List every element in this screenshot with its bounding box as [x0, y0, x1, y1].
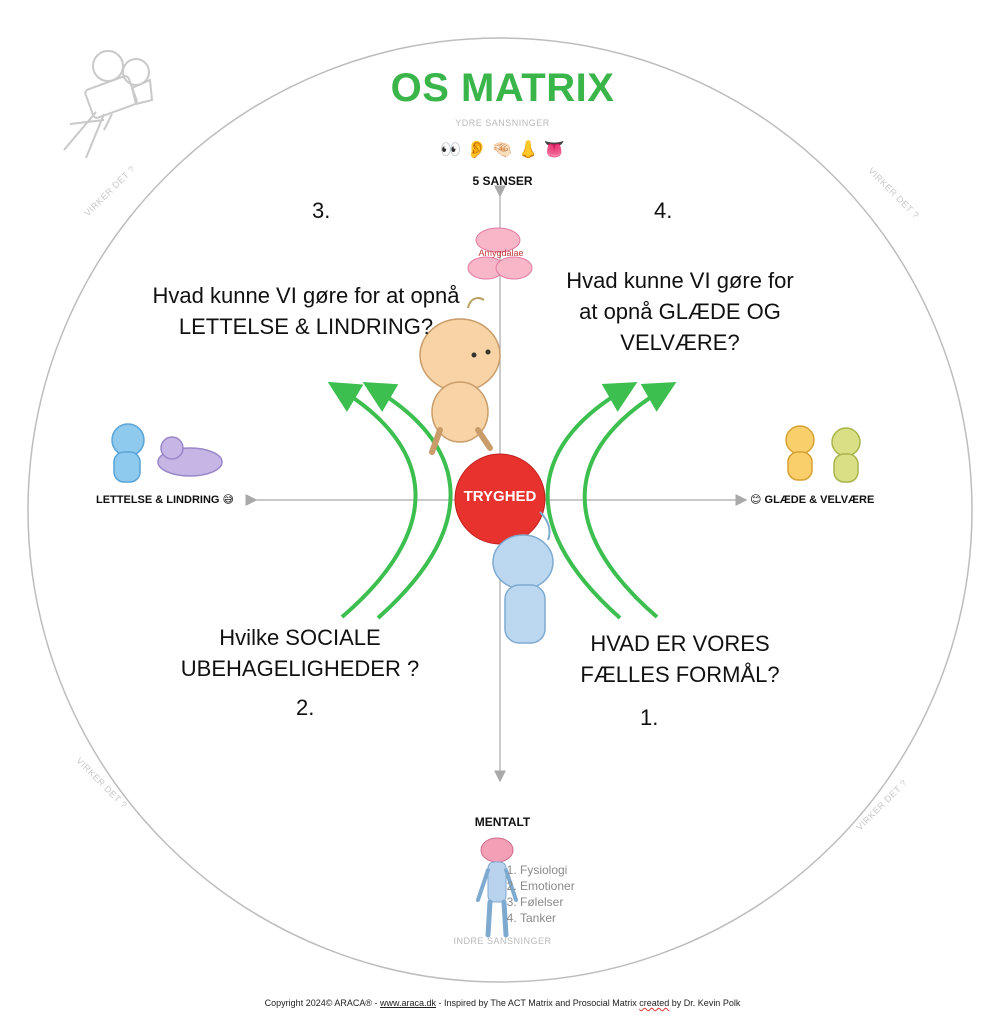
child-figure-icon — [419, 297, 501, 455]
footer-middle: - Inspired by The ACT Matrix and Prosoci… — [436, 998, 640, 1008]
tryghed-label: TRYGHED — [463, 488, 537, 505]
quadrant-3-number: 3. — [312, 198, 331, 223]
quadrant-4-question: Hvad kunne VI gøre for at opnå GLÆDE OG … — [530, 265, 830, 358]
arrow-left-outer — [327, 381, 418, 619]
indre-sansninger-label: INDRE SANSNINGER — [453, 936, 552, 946]
five-senses-label: 5 SANSER — [472, 174, 533, 188]
quadrant-2-line1: Hvilke SOCIALE — [219, 625, 381, 650]
mental-list: Fysiologi Emotioner Følelser Tanker — [500, 862, 575, 926]
arrow-right-inner — [545, 382, 638, 620]
glaede-velvaere-label: 😊 GLÆDE & VELVÆRE — [750, 494, 875, 506]
lettelse-figures-icon — [111, 423, 223, 483]
lettelse-lindring-label: LETTELSE & LINDRING 😅 — [96, 494, 234, 506]
list-item: Emotioner — [520, 878, 575, 894]
camera-icon — [63, 50, 154, 159]
quadrant-1-line2: FÆLLES FORMÅL? — [580, 662, 780, 687]
ydre-sansninger-label: YDRE SANSNINGER — [455, 118, 550, 128]
glaede-figures-icon — [785, 425, 861, 483]
brain-icon — [467, 227, 533, 280]
mentalt-label: MENTALT — [474, 815, 531, 829]
list-item: Fysiologi — [520, 862, 575, 878]
quadrant-2-line2: UBEHAGELIGHEDER ? — [180, 656, 420, 681]
senses-icons: 👀 👂 🤏🏻 👃 👅 — [440, 140, 565, 159]
footer-suffix: by Dr. Kevin Polk — [669, 998, 741, 1008]
quadrant-3-line1: Hvad kunne VI gøre for at opnå — [152, 283, 460, 308]
quadrant-2-number: 2. — [296, 695, 315, 720]
quadrant-4-line2: at opnå GLÆDE OG — [579, 299, 781, 324]
outer-circle — [27, 37, 973, 983]
quadrant-4-number: 4. — [654, 198, 673, 223]
quadrant-2-question: Hvilke SOCIALE UBEHAGELIGHEDER ? — [140, 622, 460, 684]
quadrant-4-line1: Hvad kunne VI gøre for — [566, 268, 794, 293]
quadrant-1-question: HVAD ER VORES FÆLLES FORMÅL? — [545, 628, 815, 690]
list-item: Følelser — [520, 894, 575, 910]
arrow-right-outer — [582, 382, 677, 619]
quadrant-1-number: 1. — [640, 705, 659, 730]
quadrant-4-line3: VELVÆRE? — [620, 330, 740, 355]
list-item: Tanker — [520, 910, 575, 926]
quadrant-1-line1: HVAD ER VORES — [590, 631, 770, 656]
footer-created: created — [639, 998, 670, 1008]
quadrant-3-line2: LETTELSE & LINDRING? — [178, 314, 434, 339]
arrow-left-inner — [362, 381, 453, 620]
amygdalae-label: Amygdalae — [478, 248, 524, 258]
human-body-icon — [476, 837, 518, 938]
page-title: OS MATRIX — [390, 66, 615, 110]
thinking-figure-icon — [492, 511, 554, 644]
footer-link[interactable]: www.araca.dk — [379, 998, 437, 1008]
footer-prefix: Copyright 2024© ARACA® - — [264, 998, 380, 1008]
quadrant-3-question: Hvad kunne VI gøre for at opnå LETTELSE … — [110, 280, 502, 342]
footer: Copyright 2024© ARACA® - www.araca.dk - … — [0, 998, 1005, 1008]
